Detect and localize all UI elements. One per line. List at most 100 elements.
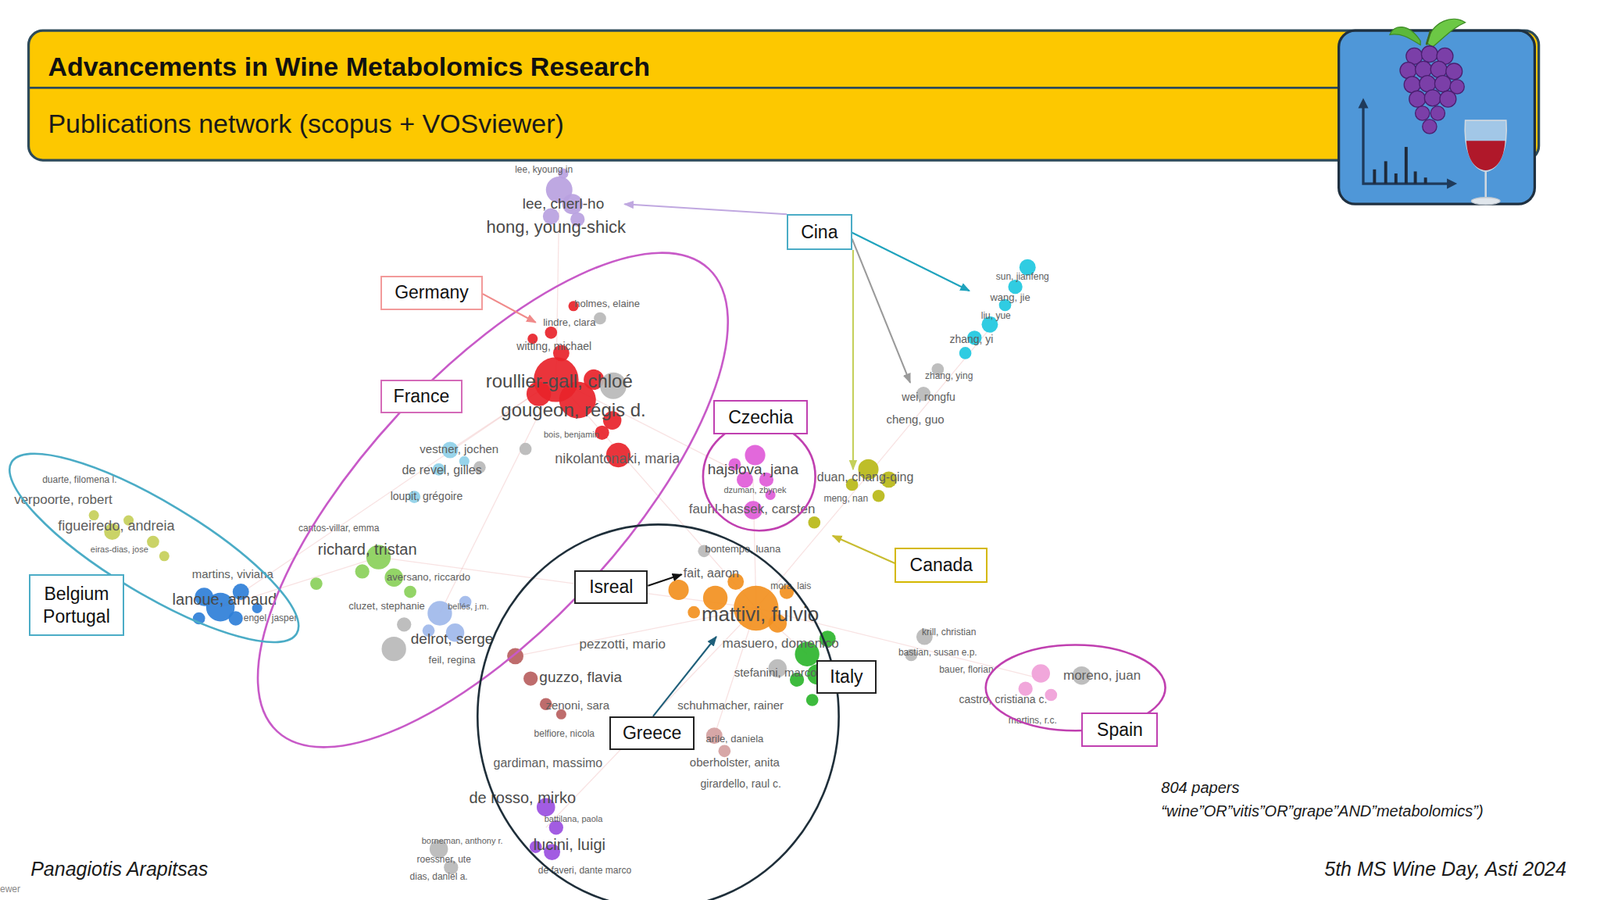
subtitle: Publications network (scopus + VOSviewer… <box>47 110 564 140</box>
leader-arrow <box>852 250 854 470</box>
cluster-outline <box>0 422 321 673</box>
author-name: mora, lais <box>770 581 811 592</box>
author-name: guzzo, flavia <box>539 669 622 686</box>
network-links <box>220 203 1041 828</box>
country-box: Greece <box>609 716 696 750</box>
author-name: bontempo, luana <box>704 543 781 555</box>
grape-leaf <box>1426 18 1466 47</box>
author-name: roullier-gall, chloé <box>485 371 633 392</box>
country-box: Isreal <box>574 570 648 604</box>
author-name: gougeon, régis d. <box>500 400 646 421</box>
watermark: ewer <box>0 884 21 895</box>
wine <box>1466 140 1506 171</box>
author-name: oberholster, anita <box>689 755 780 769</box>
glass-stem <box>1484 171 1487 199</box>
author-name: duan, chang-qing <box>817 470 915 485</box>
author-name: lee, cherl-ho <box>522 196 605 213</box>
country-box: France <box>380 379 462 414</box>
author-name: zhang, yi <box>949 333 993 346</box>
author-name: arile, daniela <box>706 732 765 744</box>
author-name: dias, daniel a. <box>410 872 468 883</box>
author-name: roessner, ute <box>416 854 471 865</box>
country-name: Greece <box>622 721 682 745</box>
author-name: lindre, clara <box>542 317 596 329</box>
author-name: cantos-villar, emma <box>298 523 379 534</box>
author-name: de revel, gilles <box>401 463 482 478</box>
author-name: cluzet, stephanie <box>348 600 425 612</box>
country-box: Germany <box>380 275 483 311</box>
author-name: aversano, riccardo <box>386 571 471 583</box>
cluster-outline <box>477 524 839 900</box>
country-box: Canada <box>894 547 988 583</box>
cluster-bubble <box>807 516 821 529</box>
author-name: duarte, filomena l. <box>42 475 117 486</box>
author-name: zhang, ying <box>925 371 973 382</box>
author-name: martins, r.c. <box>1008 716 1058 727</box>
leader-arrow <box>852 232 970 291</box>
author-name: zenoni, sara <box>545 698 610 712</box>
title-divider <box>28 86 1340 90</box>
chart-axes <box>1363 102 1454 184</box>
author-name: verpoorte, robert <box>14 492 113 508</box>
country-name: Czechia <box>728 406 793 429</box>
spectrum-bars <box>1374 146 1425 184</box>
cluster-bubble <box>959 346 972 360</box>
country-name: Isreal <box>589 575 633 599</box>
country-box: Italy <box>816 660 877 694</box>
country-name: Germany <box>394 281 469 304</box>
author-name: fauhl-hassek, carsten <box>689 501 816 517</box>
cluster-bubble <box>192 612 206 625</box>
cluster-bubble <box>507 647 524 665</box>
logo <box>1339 18 1536 205</box>
search-query: “wine”OR”vitis”OR”grape”AND”metabolomics… <box>1160 802 1483 820</box>
author-name: wang, jie <box>989 292 1030 304</box>
author-name: belfiore, nicola <box>534 729 595 740</box>
cluster-bubble <box>519 442 533 456</box>
author-name: lee, kyoung in <box>514 165 573 176</box>
grape-stem <box>1426 30 1431 45</box>
leader-arrow <box>653 636 717 717</box>
author-name: bastian, susan e.p. <box>898 647 978 658</box>
author-name: eiras-dias, jose <box>90 544 149 554</box>
author-name: lucini, luigi <box>533 835 606 854</box>
cluster-bubble <box>593 312 607 325</box>
author-name: krill, christian <box>921 627 976 638</box>
author-name: stefanini, marco <box>734 665 818 679</box>
country-box: Czechia <box>713 400 808 435</box>
cluster-bubble <box>687 606 700 619</box>
cluster-bubble <box>228 610 243 625</box>
author-name: de rosso, mirko <box>468 789 576 807</box>
author-name: holmes, elaine <box>574 298 640 310</box>
glass-base <box>1471 197 1500 205</box>
country-name: Canada <box>910 553 974 577</box>
author-name: mattivi, fulvio <box>701 603 819 626</box>
author-name: witting, michael <box>516 340 592 353</box>
author-name: sun, jianfeng <box>996 272 1050 283</box>
network-link <box>868 316 1000 475</box>
country-box: Spain <box>1081 712 1158 747</box>
grape-leaf <box>1389 27 1421 46</box>
author-name: meng, nan <box>823 493 868 504</box>
leader-arrow <box>852 239 911 383</box>
author-name: borneman, anthony r. <box>421 835 504 846</box>
grape-bunch <box>1400 46 1465 134</box>
author-name: richard, tristan <box>317 540 418 558</box>
cluster-bubble <box>381 636 406 661</box>
author-name: masuero, domenico <box>722 636 840 652</box>
author-name: battilana, paola <box>544 813 604 823</box>
cluster-bubble <box>355 564 370 579</box>
network-bubbles <box>89 168 1092 875</box>
author-credit: Panagiotis Arapitsas <box>30 858 208 881</box>
author-name: hong, young-shick <box>486 217 627 237</box>
author-name: nikolantonaki, maria <box>554 451 680 468</box>
leader-arrow <box>647 574 682 586</box>
author-name: castro, cristiana c. <box>958 693 1047 706</box>
author-name: bois, benjamin <box>543 429 600 440</box>
author-name: figueiredo, andreia <box>57 518 175 535</box>
cluster-bubble <box>872 489 886 503</box>
leader-arrow <box>482 293 536 323</box>
